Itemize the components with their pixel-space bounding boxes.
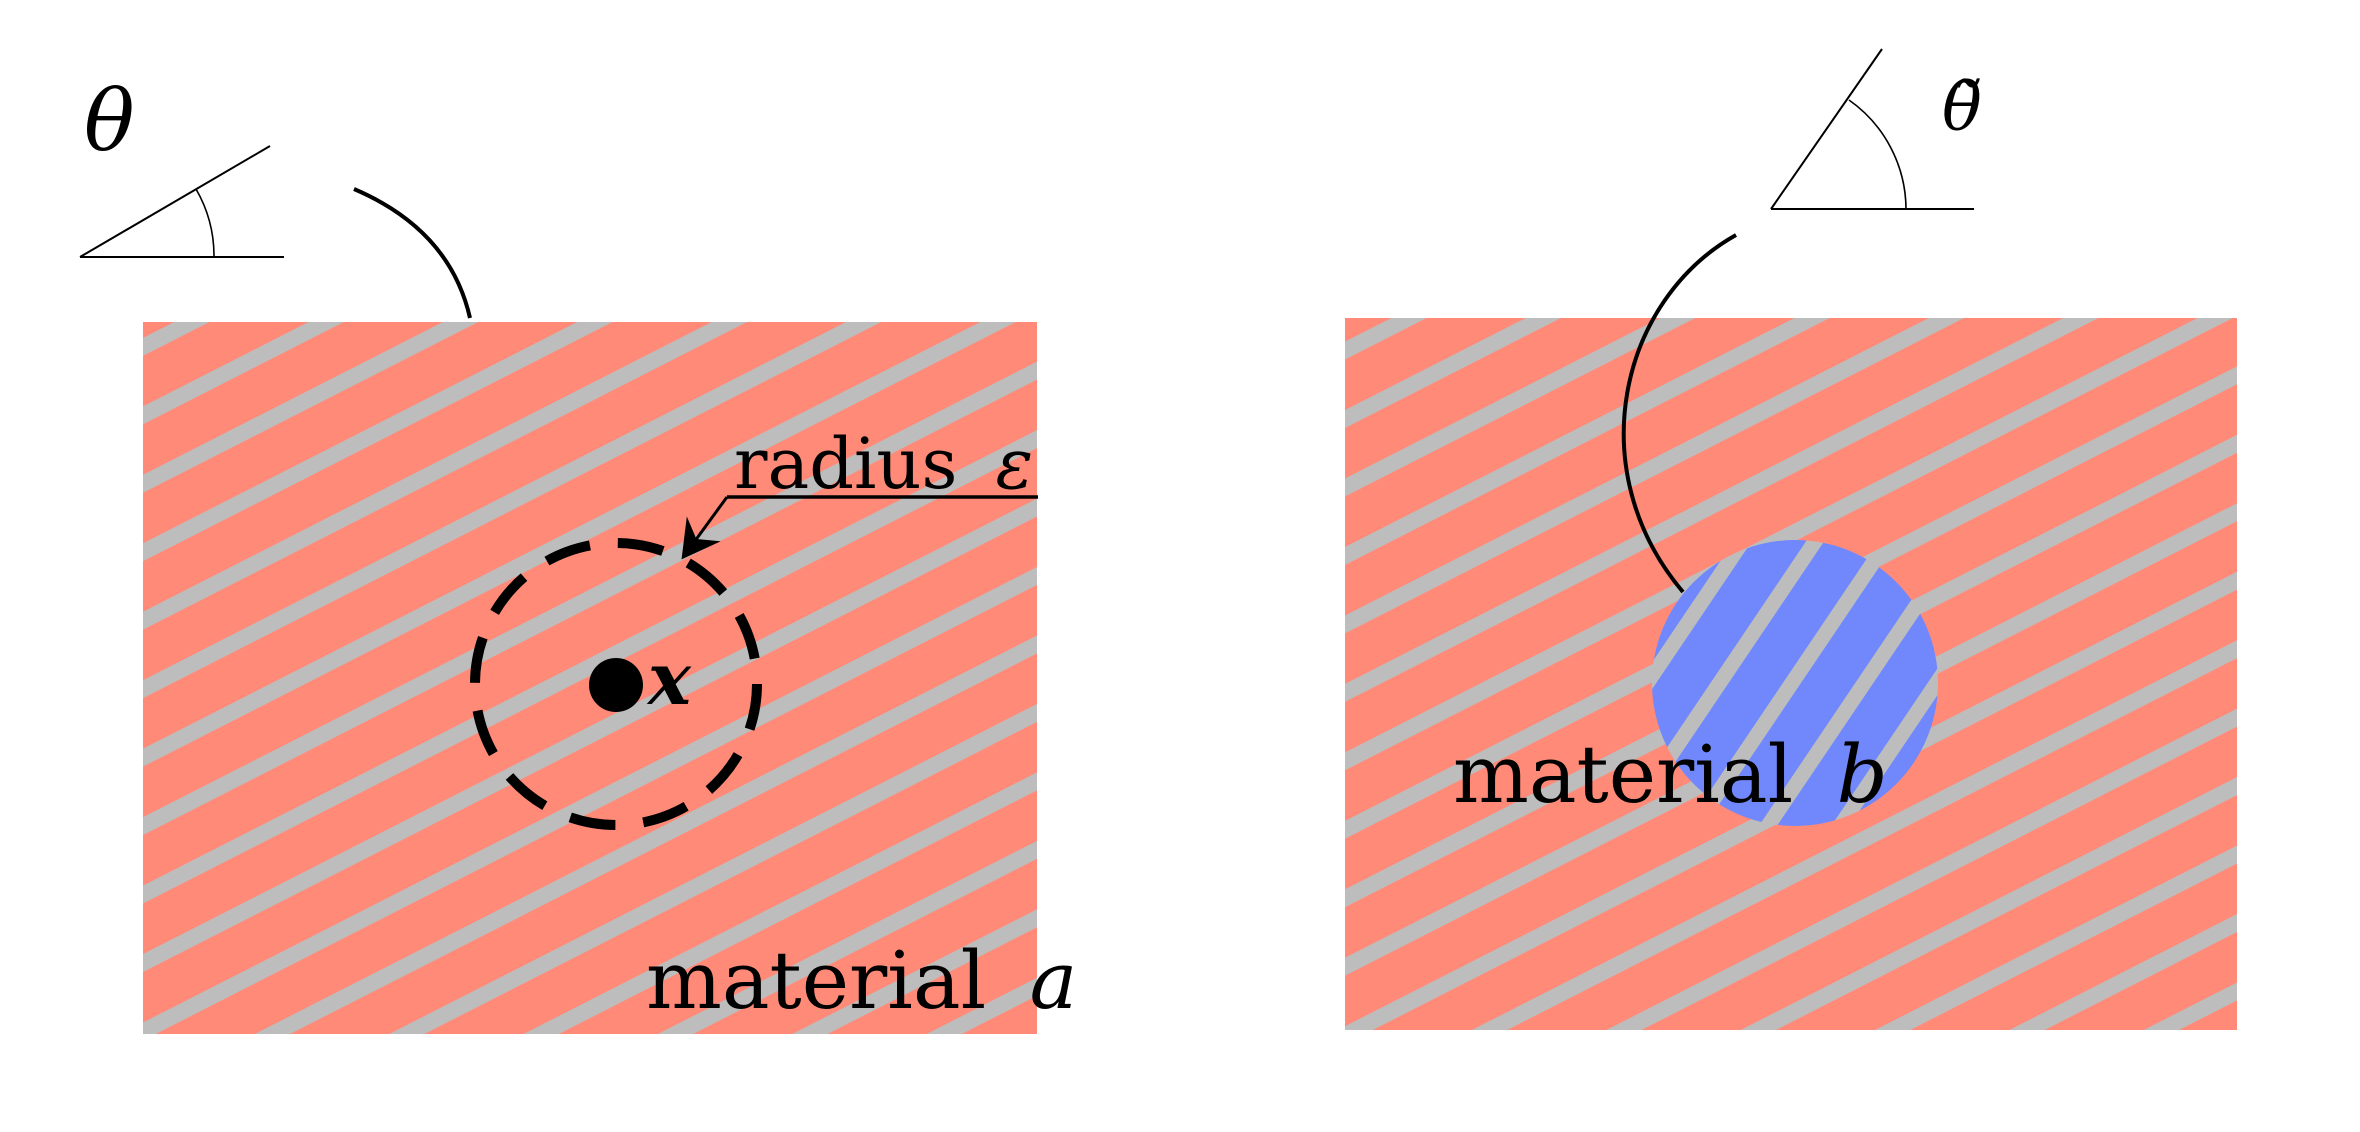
point-x-label: x	[646, 636, 692, 721]
radius-label: radius ε	[734, 423, 1033, 505]
connector-arc-left	[353, 187, 472, 319]
radius-arrow	[681, 496, 729, 560]
angle-theta-label: θ	[84, 72, 135, 170]
material-b-label: material b	[1453, 728, 1888, 821]
material-a-label-symbol: a	[1030, 934, 1078, 1027]
material-a-label: material a	[646, 934, 1077, 1027]
angle-theta-icon	[79, 145, 284, 258]
material-b-label-symbol: b	[1837, 728, 1888, 821]
angle-theta-tilde-icon	[1770, 48, 1974, 210]
radius-label-word: radius	[734, 423, 957, 505]
epsilon-neighborhood-circle	[470, 538, 762, 830]
material-b-inclusion	[1652, 540, 1938, 826]
connector-arc-right	[1621, 233, 1737, 594]
left-panel: θ x radius ε material a	[79, 72, 1077, 1034]
angle-theta-tilde-label: θ̃	[1942, 69, 1982, 146]
material-a-label-word: material	[646, 934, 986, 1027]
point-x-dot	[589, 658, 643, 712]
material-b-label-word: material	[1453, 728, 1793, 821]
right-panel: θ̃ material b	[1345, 48, 2237, 1030]
radius-label-symbol: ε	[996, 423, 1034, 505]
